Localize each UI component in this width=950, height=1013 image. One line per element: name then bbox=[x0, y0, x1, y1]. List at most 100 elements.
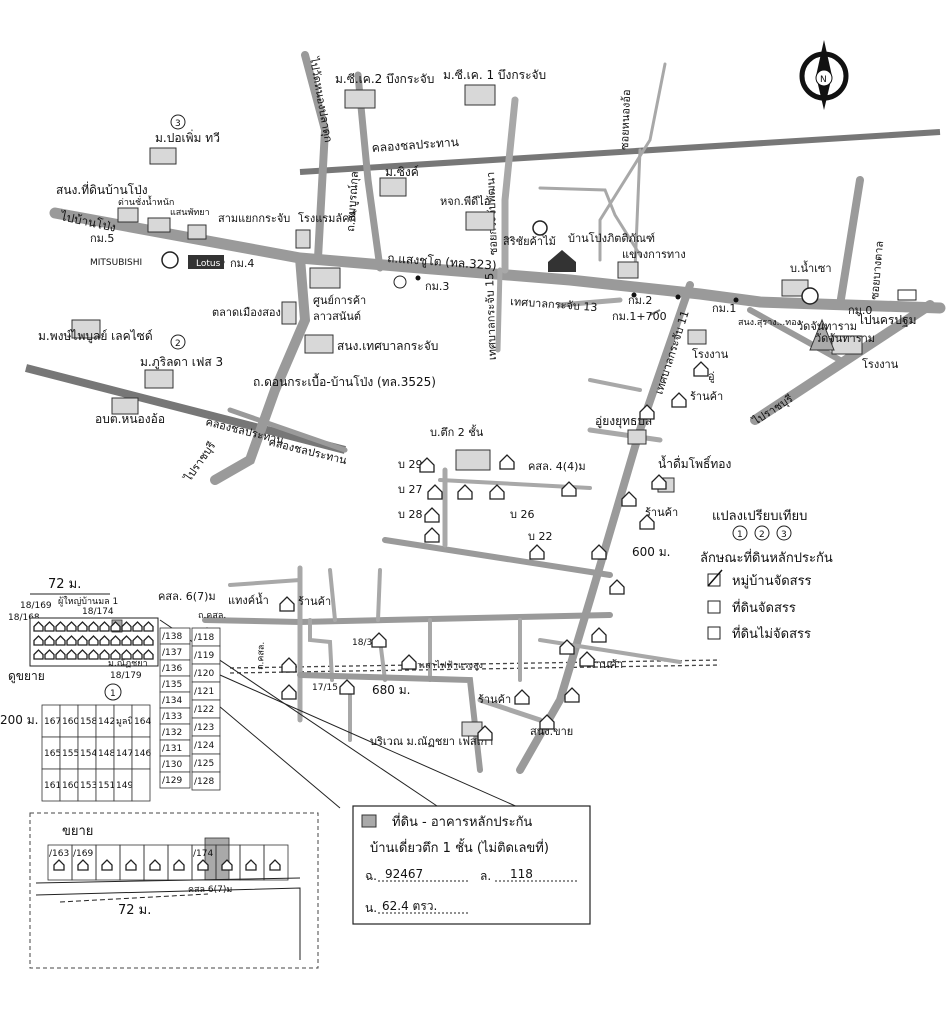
house-icon bbox=[121, 649, 132, 660]
house-icon bbox=[77, 621, 88, 632]
km-marker-icon bbox=[733, 297, 739, 303]
inset-road: คสล 6(7)ม bbox=[188, 885, 232, 895]
inset-width: 72 ม. bbox=[118, 903, 151, 918]
plot-number: 158 bbox=[80, 717, 97, 727]
house-icon bbox=[101, 859, 113, 871]
place-t-kosol: ถ.คสล. bbox=[198, 611, 226, 621]
place-weigh-station: ด่านชั่งน้ำหนัก bbox=[118, 195, 174, 208]
house-icon bbox=[561, 481, 577, 497]
km3-label: กม.3 bbox=[425, 280, 449, 293]
legend-collateral-title: ลักษณะที่ดินหลักประกัน bbox=[700, 549, 833, 566]
gas-station-icon bbox=[393, 275, 407, 289]
house-icon bbox=[132, 635, 143, 646]
house-icon bbox=[99, 649, 110, 660]
place-ou: อู่ bbox=[708, 370, 715, 383]
plot-number: /124 bbox=[194, 741, 214, 751]
subdivision-plan: 72 ม. 18/169 18/168 18/174 ผู้ใหญ่บ้านมล… bbox=[0, 577, 221, 802]
house-landmark-icon bbox=[548, 250, 576, 272]
place-snong-tidin: สนง.ที่ดินบ้านโป่ง bbox=[56, 181, 148, 197]
inset-plot-number: /174 bbox=[193, 849, 213, 859]
house-icon bbox=[419, 457, 435, 473]
legend-checkbox-3 bbox=[707, 626, 721, 640]
km4-label: กม.4 bbox=[230, 257, 254, 270]
km2-label: กม.2 bbox=[628, 294, 652, 307]
legend-item-1: หมู่บ้านจัดสรร bbox=[732, 574, 812, 589]
house-icon bbox=[88, 649, 99, 660]
house-icon bbox=[424, 527, 440, 543]
house-icon bbox=[143, 649, 154, 660]
house-icon bbox=[579, 651, 595, 667]
place-u-yutthaphat: อู่ยงยุทธบัส bbox=[595, 414, 653, 429]
plot-number: /133 bbox=[162, 712, 182, 722]
legend-compare-1: 1 bbox=[737, 530, 743, 540]
house-icon bbox=[269, 859, 281, 871]
building-icon bbox=[344, 89, 376, 109]
building-icon bbox=[379, 177, 407, 197]
place-orbt: อบต.หนองอ้อ bbox=[95, 412, 165, 426]
place-shop-1: ร้านค้า bbox=[690, 390, 723, 403]
house-icon bbox=[651, 474, 667, 490]
place-n17-15: 17/15 bbox=[312, 683, 338, 693]
house-icon bbox=[66, 635, 77, 646]
km1-label: กม.1 bbox=[712, 302, 736, 315]
subdivision-marker: 1 bbox=[110, 689, 116, 699]
house-icon bbox=[110, 649, 121, 660]
house-icon bbox=[53, 859, 65, 871]
land-value: 118 bbox=[510, 867, 533, 881]
legend-item-3: ที่ดินไม่จัดสรร bbox=[732, 625, 811, 642]
check-mark-icon bbox=[707, 569, 723, 587]
inset-map: ขยาย /163/169/174 คสล 6(7)ม 72 ม. bbox=[29, 812, 319, 969]
distance-680: 680 ม. bbox=[372, 683, 410, 697]
place-market: ตลาดเมืองสอง bbox=[212, 306, 281, 319]
place-shop-2: ร้านค้า bbox=[645, 506, 678, 519]
house-icon bbox=[591, 544, 607, 560]
house-icon bbox=[143, 635, 154, 646]
house-icon bbox=[281, 657, 297, 673]
place-factory-1: โรงงาน bbox=[692, 347, 729, 361]
place-wat-chan: วัดจันทาราม bbox=[797, 320, 857, 333]
plot-number: /125 bbox=[194, 759, 214, 769]
land-label: ล. bbox=[480, 869, 491, 883]
km-marker-icon bbox=[631, 292, 637, 298]
legend-compare-title: แปลงเปรียบเทียบ bbox=[712, 508, 807, 524]
plot-cell bbox=[131, 768, 151, 802]
house-icon bbox=[279, 596, 295, 612]
house-icon bbox=[99, 635, 110, 646]
no-entry-icon bbox=[532, 220, 548, 236]
house-icon bbox=[77, 859, 89, 871]
plot-number: /138 bbox=[162, 632, 182, 642]
place-wat-chan-2: วัดจันทาราม bbox=[815, 332, 875, 345]
km0-label: กม.0 bbox=[848, 304, 872, 317]
house-icon bbox=[88, 635, 99, 646]
soi-samakkhi-label: ถ.สมบูรณ์กุล bbox=[344, 171, 361, 232]
lotus-logo bbox=[188, 255, 224, 269]
house-icon bbox=[149, 859, 161, 871]
place-mitsubishi: MITSUBISHI bbox=[90, 258, 142, 268]
plot-number: /137 bbox=[162, 648, 182, 658]
place-n18-33: 18/33 bbox=[352, 638, 378, 648]
house-icon bbox=[564, 687, 580, 703]
plot-number: 151 bbox=[98, 781, 115, 791]
nakhon-pathom-arrow-icon bbox=[897, 289, 917, 301]
house-icon bbox=[401, 654, 417, 670]
legend-item-2: ที่ดินจัดสรร bbox=[732, 599, 796, 616]
house-icon bbox=[559, 639, 575, 655]
building-icon bbox=[149, 147, 177, 165]
house-icon bbox=[281, 684, 297, 700]
place-b28: บ 28 bbox=[398, 508, 422, 521]
plot-number: 167 bbox=[44, 717, 61, 727]
plot-number: /132 bbox=[162, 728, 182, 738]
legend-compare-2: 2 bbox=[759, 530, 765, 540]
house-icon bbox=[44, 649, 55, 660]
collateral-swatch bbox=[361, 814, 377, 828]
building-icon bbox=[465, 211, 495, 231]
plot-number: /128 bbox=[194, 777, 214, 787]
place-mb-phurida: ม.ภูริลดา เฟส 3 bbox=[140, 355, 223, 370]
house-icon bbox=[110, 621, 121, 632]
marker-2-label: 2 bbox=[175, 339, 181, 349]
project-name: ม.ณัฏชยา bbox=[108, 659, 148, 669]
place-shop-4: ร้านค้า bbox=[478, 693, 511, 706]
place-b27: บ 27 bbox=[398, 483, 422, 496]
plot-number: /119 bbox=[194, 651, 214, 661]
